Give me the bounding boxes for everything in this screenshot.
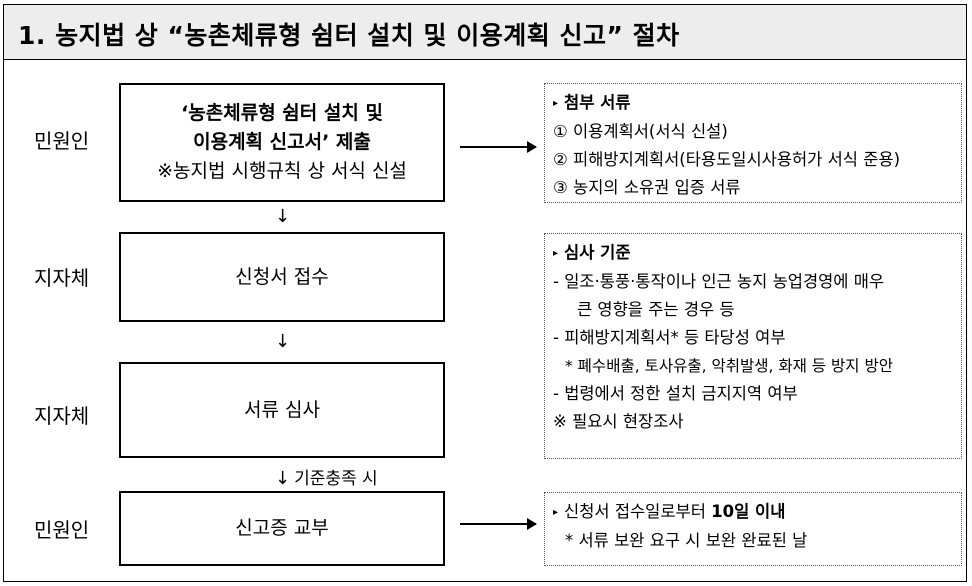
list-item-continued: 큰 영향을 주는 경우 등 <box>577 300 735 319</box>
step-box-line: 신고증 교부 <box>235 517 329 539</box>
step-box-line: 신청서 접수 <box>235 265 329 288</box>
right-arrow <box>460 141 537 153</box>
step-box-issue: 신고증 교부 <box>119 491 445 566</box>
list-item: ① 이용계획서(서식 신설) <box>553 122 728 141</box>
actor-label-local-gov: 지자체 <box>34 266 90 290</box>
conditional-arrow: ↓기준충족 시 <box>275 464 378 489</box>
list-item: ※ 필요시 현장조사 <box>553 412 684 431</box>
attachments-panel: ▸첨부 서류 ① 이용계획서(서식 신설) ② 피해방지계획서(타용도일시사용허… <box>544 83 962 203</box>
triangle-bullet-icon: ▸ <box>553 507 559 518</box>
list-item: ③ 농지의 소유권 입증 서류 <box>553 178 741 197</box>
list-item: ② 피해방지계획서(타용도일시사용허가 서식 준용) <box>553 150 901 169</box>
footnote: * 서류 보완 요구 시 보완 완료된 날 <box>565 531 808 550</box>
list-item: - 피해방지계획서* 등 타당성 여부 <box>553 328 786 347</box>
step-box-line: ‘농촌체류형 쉼터 설치 및 <box>181 102 383 124</box>
actor-label-applicant: 민원인 <box>34 518 90 542</box>
right-arrow <box>460 518 537 530</box>
criteria-panel: ▸심사 기준 - 일조·통풍·통작이나 인근 농지 농업경영에 매우 큰 영향을… <box>544 233 962 459</box>
footnote: * 폐수배출, 토사유출, 악취발생, 화재 등 방지 방안 <box>565 357 893 375</box>
triangle-bullet-icon: ▸ <box>553 98 559 109</box>
step-box-submit: ‘농촌체류형 쉼터 설치 및 이용계획 신고서’ 제출 ※농지법 시행규칙 상 … <box>119 83 445 202</box>
down-arrow-icon: ↓ <box>275 206 291 227</box>
step-box-receive: 신청서 접수 <box>119 232 445 322</box>
panel-heading: ▸첨부 서류 <box>553 93 631 112</box>
down-arrow-icon: ↓ <box>275 468 291 489</box>
step-box-line: 이용계획 신고서’ 제출 <box>193 131 371 153</box>
down-arrow-icon: ↓ <box>275 331 291 352</box>
list-item: - 법령에서 정한 설치 금지지역 여부 <box>553 384 798 403</box>
actor-label-applicant: 민원인 <box>34 129 90 153</box>
issuance-line: ▸신청서 접수일로부터 10일 이내 <box>553 502 786 521</box>
step-box-note: ※농지법 시행규칙 상 서식 신설 <box>157 160 407 182</box>
actor-label-local-gov: 지자체 <box>34 404 90 428</box>
panel-heading: ▸심사 기준 <box>553 243 631 262</box>
step-box-review: 서류 심사 <box>119 362 445 458</box>
page-title: 1. 농지법 상 “농촌체류형 쉼터 설치 및 이용계획 신고” 절차 <box>18 21 680 50</box>
deadline-text: 10일 이내 <box>711 502 786 521</box>
step-box-line: 서류 심사 <box>244 398 320 421</box>
list-item: - 일조·통풍·통작이나 인근 농지 농업경영에 매우 <box>553 272 885 291</box>
condition-label: 기준충족 시 <box>294 469 378 489</box>
triangle-bullet-icon: ▸ <box>553 248 559 259</box>
issuance-panel: ▸신청서 접수일로부터 10일 이내 * 서류 보완 요구 시 보완 완료된 날 <box>544 492 962 566</box>
title-bar: 1. 농지법 상 “농촌체류형 쉼터 설치 및 이용계획 신고” 절차 <box>3 4 967 60</box>
